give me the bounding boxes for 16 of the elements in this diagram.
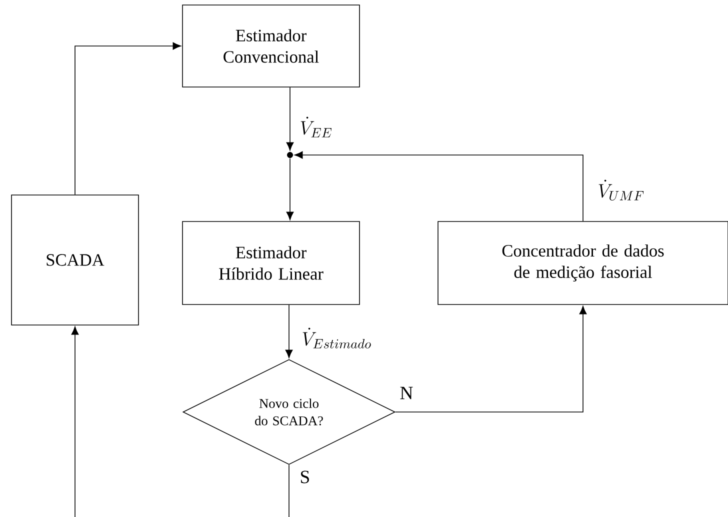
edge-label: N <box>400 386 413 400</box>
edge-label: $\dot{V}_{Estimado}$ <box>302 328 371 348</box>
process-box: SCADA <box>11 194 139 326</box>
process-box: Estimador Convencional <box>182 4 360 88</box>
arrow <box>294 151 584 222</box>
arrow <box>286 87 294 151</box>
edge-label: $\dot{V}_{EE}$ <box>300 116 332 138</box>
process-box: Concentrador de dados de medição fasorial <box>438 221 728 305</box>
process-box: Estimador Híbrido Linear <box>182 221 360 305</box>
arrow <box>74 42 182 195</box>
arrow <box>71 326 79 517</box>
edge-label: S <box>301 470 309 484</box>
edge-label: $\dot{V}_{UMF}$ <box>598 180 644 201</box>
arrow <box>285 304 293 358</box>
arrow <box>286 158 294 220</box>
arrow <box>395 306 587 412</box>
